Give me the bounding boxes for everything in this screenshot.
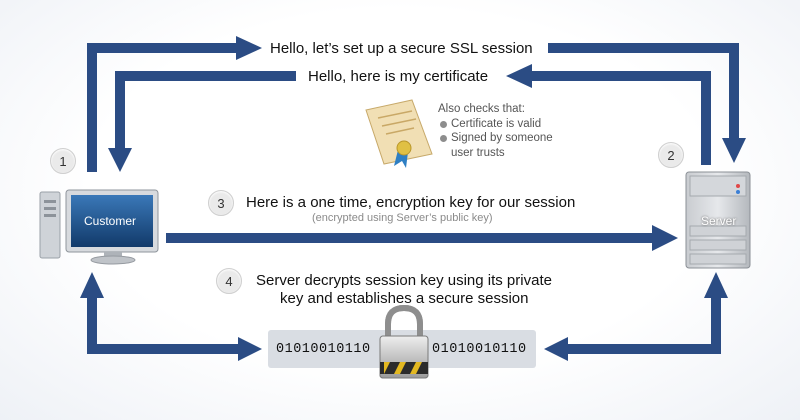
session-key-arrow (166, 225, 678, 251)
desktop-computer-icon (39, 189, 159, 265)
bullet-icon (440, 135, 447, 142)
server-icon (685, 171, 751, 269)
check-item: Certificate is valid (438, 117, 553, 132)
certificate-arrow (108, 64, 711, 172)
step-4-badge: 4 (216, 268, 242, 294)
server-label: Server (701, 214, 737, 228)
hello-arrow (87, 36, 746, 172)
decrypt-message-line-2: key and establishes a secure session (280, 290, 529, 307)
customer-label: Customer (84, 214, 137, 228)
check-item-continuation: user trusts (451, 146, 505, 159)
checks-heading: Also checks that: (438, 103, 525, 115)
step-3-badge: 3 (208, 190, 234, 216)
step-2-badge: 2 (658, 142, 684, 168)
session-key-note: (encrypted using Server’s public key) (312, 212, 493, 224)
certificate-checks: Also checks that: Certificate is valid S… (438, 102, 553, 160)
secure-session-left-arrow (80, 272, 262, 361)
bullet-icon (440, 120, 447, 128)
secure-session-right-arrow (544, 272, 728, 361)
step-1-badge: 1 (50, 148, 76, 174)
certificate-message: Hello, here is my certificate (308, 68, 489, 85)
session-key-message: Here is a one time, encryption key for o… (246, 194, 576, 211)
check-item: Signed by someone (438, 131, 553, 146)
binary-right: 01010010110 (432, 342, 527, 357)
hello-message: Hello, let’s set up a secure SSL session (270, 40, 533, 57)
decrypt-message-line-1: Server decrypts session key using its pr… (256, 272, 552, 289)
binary-left: 01010010110 (276, 342, 371, 357)
certificate-icon (365, 99, 433, 168)
